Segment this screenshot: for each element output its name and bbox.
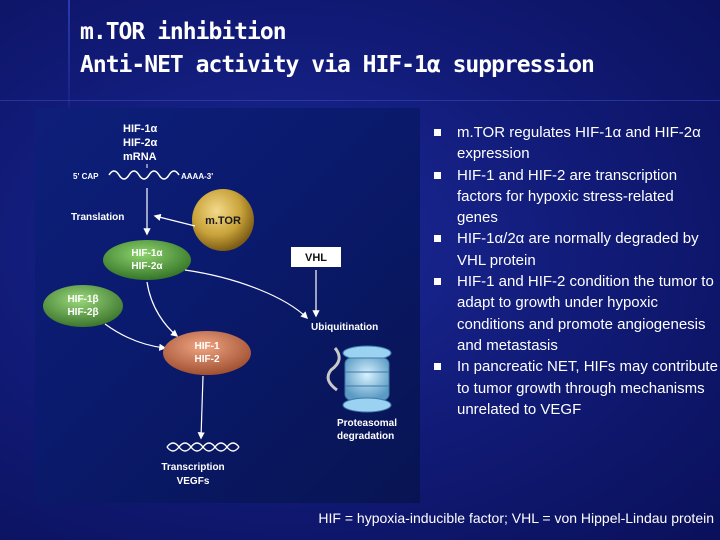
title-line-1: m.TOR inhibition bbox=[80, 16, 594, 49]
bullet-marker bbox=[434, 278, 441, 285]
proteasome-icon bbox=[328, 346, 391, 412]
bullet-item: m.TOR regulates HIF-1α and HIF-2α expres… bbox=[434, 122, 718, 165]
polya-label: AAAA-3' bbox=[181, 172, 213, 181]
slide-title: m.TOR inhibition Anti-NET activity via H… bbox=[80, 16, 594, 82]
decorative-line bbox=[0, 100, 720, 101]
dimerization-arrow bbox=[147, 282, 177, 336]
vhl-label: VHL bbox=[305, 252, 327, 264]
hif-alpha-label-1: HIF-1α bbox=[131, 248, 163, 259]
proteasomal-label-2: degradation bbox=[337, 431, 394, 442]
bullet-item: HIF-1α/2α are normally degraded by VHL p… bbox=[434, 228, 718, 271]
hif-complex-label-2: HIF-2 bbox=[195, 354, 220, 365]
bullet-item: HIF-1 and HIF-2 are transcription factor… bbox=[434, 165, 718, 229]
hif-alpha-ellipse bbox=[103, 240, 191, 280]
title-line-2: Anti-NET activity via HIF-1α suppression bbox=[80, 49, 594, 82]
bullet-text: In pancreatic NET, HIFs may contribute t… bbox=[457, 358, 718, 418]
dna-helix-icon bbox=[167, 443, 239, 451]
bullet-marker bbox=[434, 172, 441, 179]
degradation-arrow bbox=[185, 270, 307, 318]
hif-complex-label-1: HIF-1 bbox=[195, 341, 220, 352]
mrna-strand bbox=[109, 171, 179, 179]
bullet-item: HIF-1 and HIF-2 condition the tumor to a… bbox=[434, 271, 718, 356]
bullet-text: HIF-1 and HIF-2 condition the tumor to a… bbox=[457, 273, 714, 354]
bullet-text: m.TOR regulates HIF-1α and HIF-2α expres… bbox=[457, 124, 701, 162]
transcription-arrow bbox=[201, 376, 203, 438]
hif-pathway-diagram: HIF-1α HIF-2α mRNA 5' CAP AAAA-3' Transl… bbox=[35, 108, 420, 503]
hif-beta-label-1: HIF-1β bbox=[67, 294, 98, 305]
decorative-line bbox=[68, 0, 70, 120]
bullet-text: HIF-1 and HIF-2 are transcription factor… bbox=[457, 167, 677, 227]
bullet-list: m.TOR regulates HIF-1α and HIF-2α expres… bbox=[434, 122, 718, 420]
bullet-text: HIF-1α/2α are normally degraded by VHL p… bbox=[457, 230, 699, 268]
hif-complex-ellipse bbox=[163, 331, 251, 375]
mrna-label-3: mRNA bbox=[123, 151, 157, 163]
hif-alpha-label-2: HIF-2α bbox=[131, 261, 163, 272]
bullet-marker bbox=[434, 235, 441, 242]
bullet-item: In pancreatic NET, HIFs may contribute t… bbox=[434, 356, 718, 420]
dimerization-arrow-beta bbox=[105, 324, 165, 348]
footnote: HIF = hypoxia-inducible factor; VHL = vo… bbox=[314, 509, 714, 527]
vegfs-label: VEGFs bbox=[177, 476, 210, 487]
transcription-label: Transcription bbox=[161, 462, 224, 473]
mtor-label: m.TOR bbox=[205, 215, 241, 227]
bullet-marker bbox=[434, 363, 441, 370]
hif-beta-ellipse bbox=[43, 285, 123, 327]
proteasomal-label-1: Proteasomal bbox=[337, 418, 397, 429]
hif-beta-label-2: HIF-2β bbox=[67, 307, 98, 318]
mrna-label-1: HIF-1α bbox=[123, 123, 158, 135]
ubiquitination-label: Ubiquitination bbox=[311, 322, 378, 333]
bullet-marker bbox=[434, 129, 441, 136]
cap-label: 5' CAP bbox=[73, 172, 99, 181]
mrna-label-2: HIF-2α bbox=[123, 137, 158, 149]
mtor-arrow bbox=[155, 216, 195, 226]
translation-label: Translation bbox=[71, 212, 124, 223]
